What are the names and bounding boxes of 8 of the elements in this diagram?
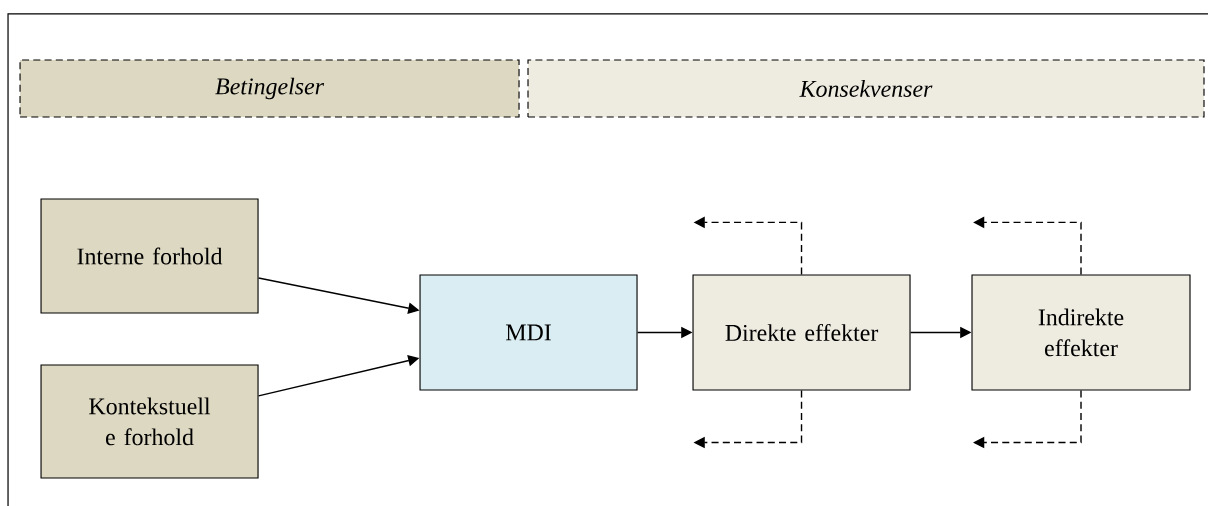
factor-box: Kontekstuell e forhold xyxy=(40,364,259,479)
process-box: MDI xyxy=(419,274,638,391)
effect-box: Direkte effekter xyxy=(692,274,911,391)
arrow xyxy=(973,389,1082,449)
category-band: Konsekvenser xyxy=(527,59,1205,118)
category-band: Betingelser xyxy=(19,59,520,118)
effect-box: Indirekte effekter xyxy=(971,274,1191,391)
factor-box: Interne forhold xyxy=(40,198,259,314)
